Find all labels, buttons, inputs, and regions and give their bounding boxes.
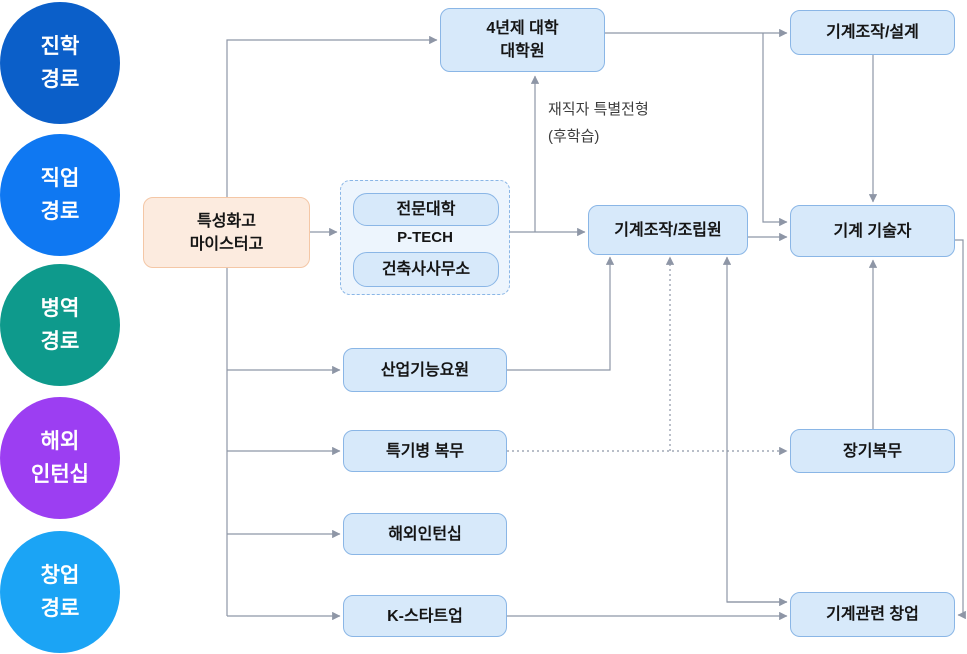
node-machine-operator-assembler: 기계조작/조립원 — [588, 205, 748, 255]
annotation-line: 재직자 특별전형 — [548, 101, 649, 118]
node-label: 특성화고 — [197, 212, 256, 230]
node-label: 건축사사무소 — [381, 261, 471, 278]
node-label: 전문대학 — [396, 201, 456, 218]
annotation-line: (후학습) — [548, 128, 600, 145]
legend-overseas-internship-path: 해외 인턴십 — [0, 397, 120, 519]
legend-label: 경로 — [40, 597, 80, 620]
node-label: 마이스터고 — [189, 235, 264, 253]
node-long-term-service: 장기복무 — [790, 429, 955, 473]
node-label: 해외인턴십 — [388, 525, 462, 543]
legend-startup-path: 창업 경로 — [0, 531, 120, 653]
edge-source-to-university — [226, 35, 438, 197]
legend-label: 병역 — [40, 297, 80, 320]
node-k-startup: K-스타트업 — [343, 595, 507, 637]
node-specialty-soldier-service: 특기병 복무 — [343, 430, 507, 472]
node-label: 기계조작/조립원 — [614, 221, 722, 239]
node-vocational-meister-high-school: 특성화고 마이스터고 — [143, 197, 310, 268]
ptech-group-label: P-TECH — [397, 229, 453, 246]
edge-technician-to-startup — [955, 239, 966, 620]
node-machine-technician: 기계 기술자 — [790, 205, 955, 257]
annotation-special-admission: 재직자 특별전형 (후학습) — [548, 96, 688, 150]
node-label: K-스타트업 — [387, 607, 463, 625]
legend-label: 경로 — [40, 330, 80, 353]
node-machinery-related-startup: 기계관련 창업 — [790, 592, 955, 637]
legend-label: 창업 — [40, 564, 80, 587]
ptech-group: 전문대학 P-TECH 건축사사무소 — [340, 180, 510, 295]
legend-label: 경로 — [40, 200, 80, 223]
node-label: 기계 기술자 — [833, 222, 912, 240]
legend-label: 인턴십 — [31, 463, 89, 486]
node-industrial-technical-personnel: 산업기능요원 — [343, 348, 507, 392]
node-label: 기계관련 창업 — [826, 606, 919, 623]
node-machine-operation-design: 기계조작/설계 — [790, 10, 955, 55]
node-junior-college: 전문대학 — [353, 193, 499, 226]
legend-label: 진학 — [40, 35, 80, 58]
node-label: 대학원 — [500, 43, 545, 60]
legend-academic-path: 진학 경로 — [0, 2, 120, 124]
node-label: 특기병 복무 — [385, 442, 465, 460]
edge-industrial-agent-to-operator — [507, 256, 615, 371]
node-label: 장기복무 — [843, 442, 902, 460]
legend-label: 경로 — [40, 68, 80, 91]
node-overseas-internship: 해외인턴십 — [343, 513, 507, 555]
node-label: 기계조작/설계 — [826, 24, 919, 41]
node-label: 산업기능요원 — [380, 361, 470, 379]
node-architect-office: 건축사사무소 — [353, 252, 499, 287]
edge-startup-operator-up — [722, 256, 787, 603]
node-label: 4년제 대학 — [486, 20, 559, 37]
legend-label: 직업 — [40, 167, 80, 190]
legend-career-path: 직업 경로 — [0, 134, 120, 256]
legend-military-service-path: 병역 경로 — [0, 264, 120, 386]
edge-university-to-technician — [762, 33, 788, 227]
legend-label: 해외 — [40, 430, 80, 453]
node-university-grad-school: 4년제 대학 대학원 — [440, 8, 605, 72]
